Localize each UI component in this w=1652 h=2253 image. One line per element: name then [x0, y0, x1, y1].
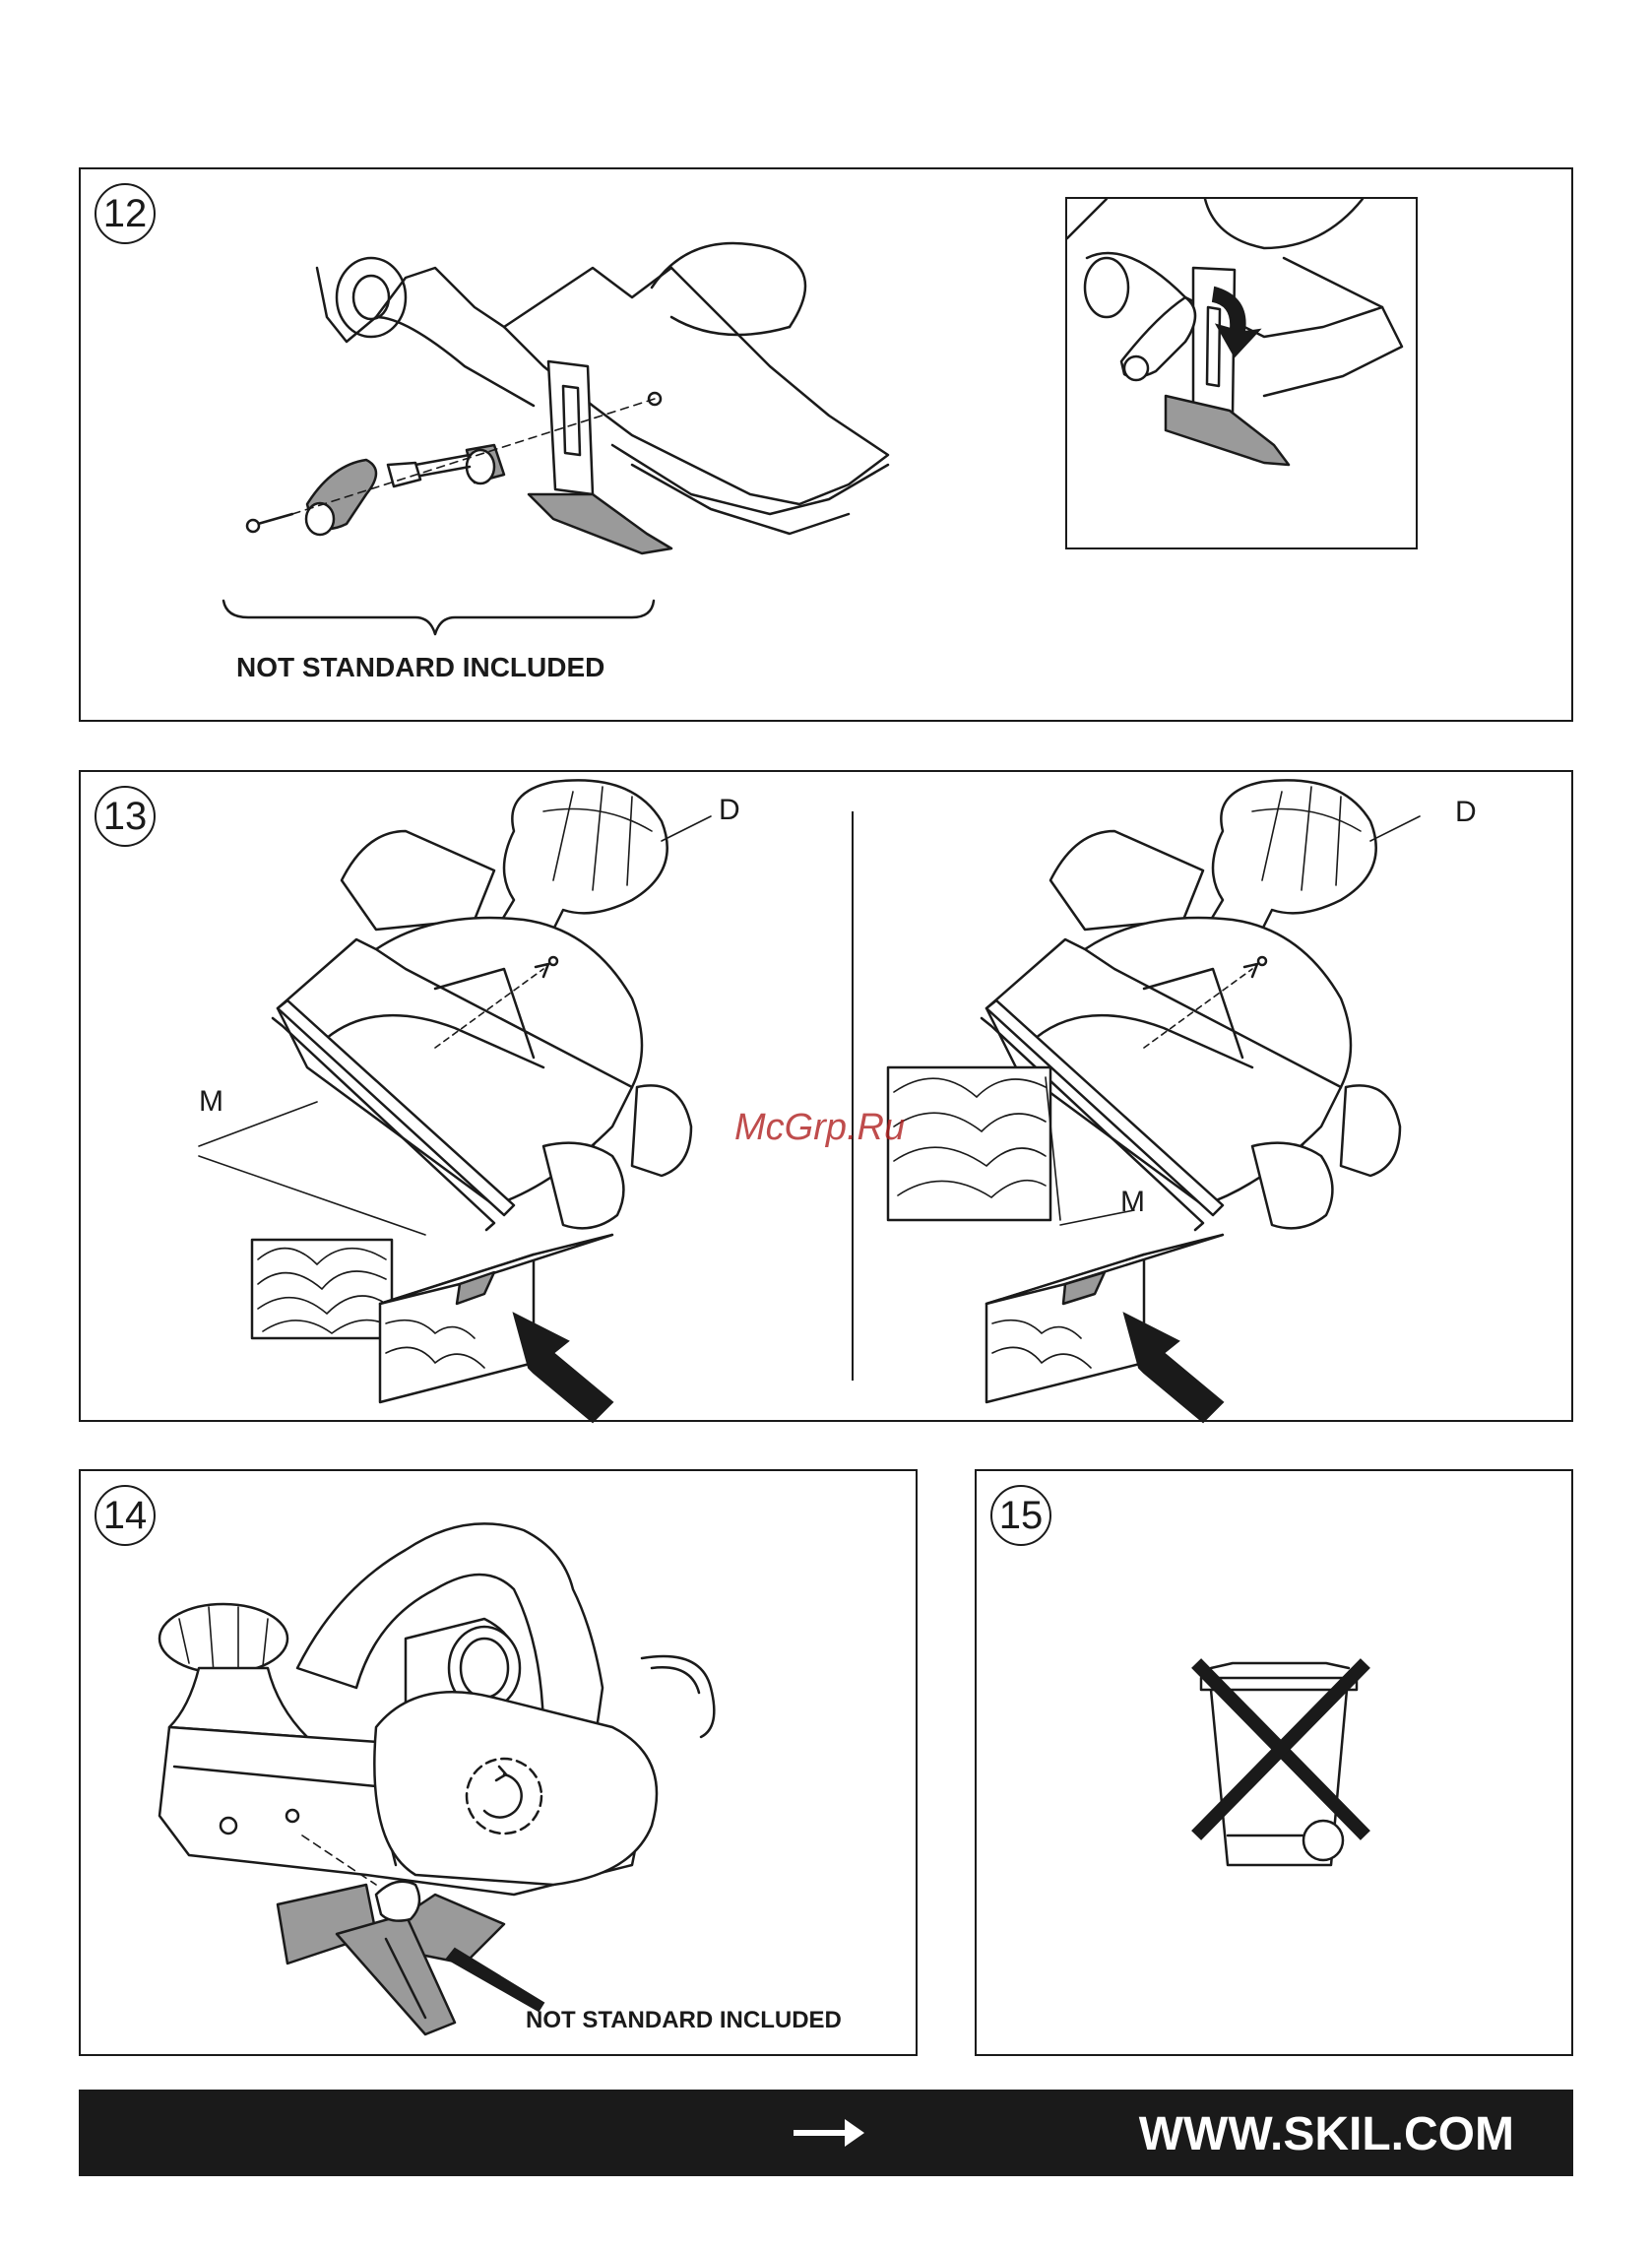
fig13-left-label-d: D [719, 794, 740, 827]
figure-15-panel: 15 [975, 1469, 1573, 2056]
watermark: McGrp.Ru [734, 1107, 905, 1149]
figure-13-panel: 13 [79, 770, 1573, 1422]
crossed-out-wheeled-bin-icon [977, 1471, 1573, 2056]
figure-14-panel: 14 NOT STANDARD INCLUDED [79, 1469, 918, 2056]
figure-12-panel: 12 NOT STANDARD INCLUDED [79, 167, 1573, 722]
fig14-caption: NOT STANDARD INCLUDED [526, 2007, 842, 2034]
arrow-right-icon [794, 2115, 864, 2151]
fig13-divider [852, 811, 854, 1381]
fig13-left-label-m: M [199, 1085, 223, 1119]
assembled-guide-illustration [1067, 199, 1418, 549]
planer-left-illustration [81, 772, 849, 1422]
fig13-right-label-d: D [1455, 796, 1477, 829]
footer-url[interactable]: WWW.SKIL.COM [1139, 2107, 1514, 2161]
planer-with-guide-illustration [81, 1471, 918, 2056]
fig13-right-label-m: M [1120, 1186, 1145, 1219]
fig12-inset [1065, 197, 1418, 549]
footer-bar: WWW.SKIL.COM [79, 2090, 1573, 2176]
planer-right-illustration [858, 772, 1567, 1422]
fig12-caption: NOT STANDARD INCLUDED [236, 652, 604, 683]
